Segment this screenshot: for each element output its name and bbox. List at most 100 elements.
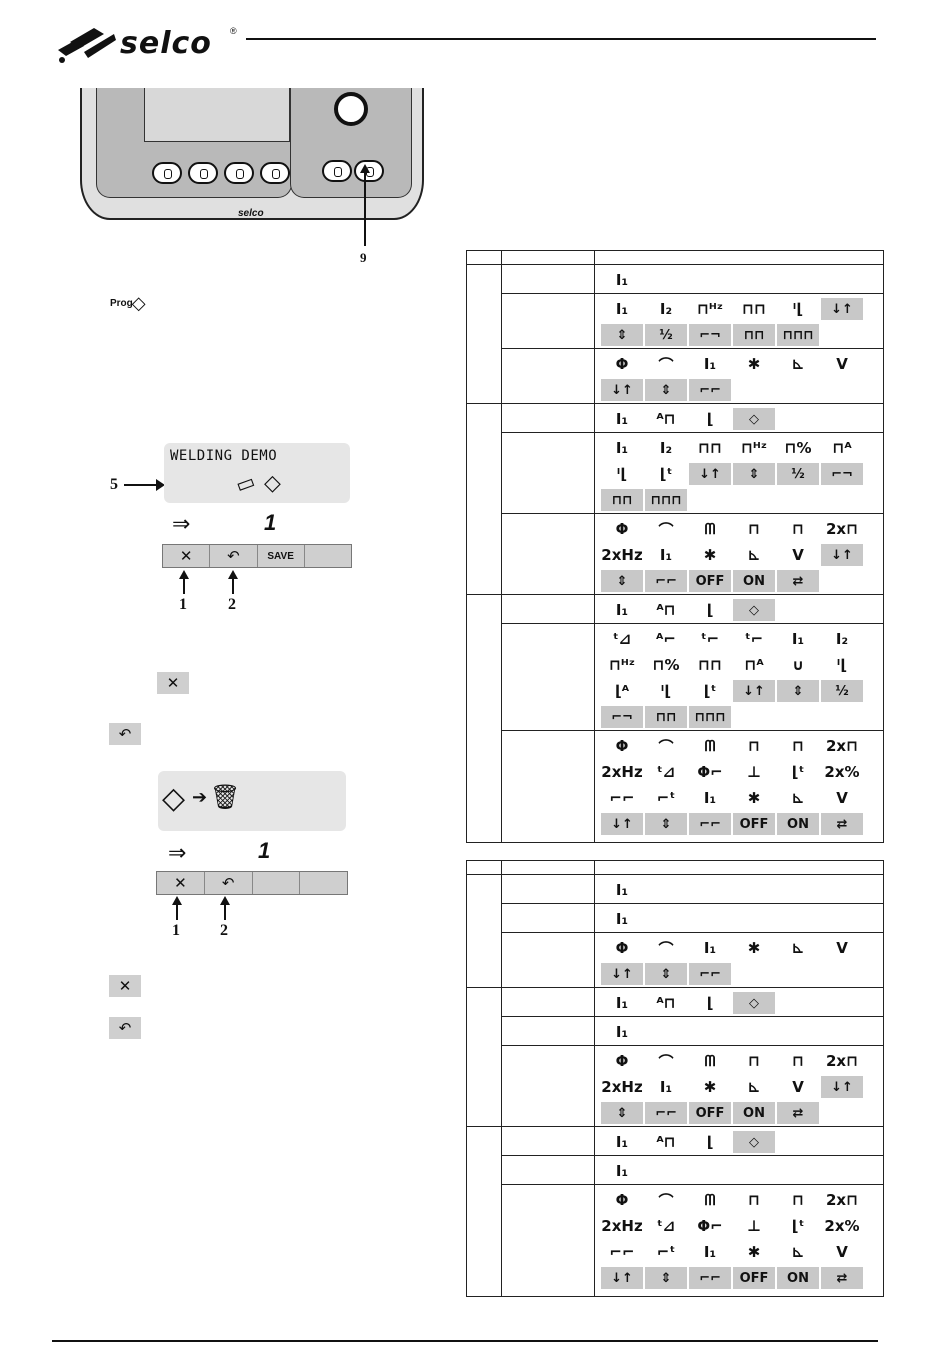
parameter-symbol-icon: ᴬ⊓ (656, 1133, 676, 1151)
parameter-symbol-icon: ⌊ᴬ (614, 682, 630, 700)
softkey-bar-1: ✕ ↶ SAVE (162, 544, 352, 568)
parameter-symbol-icon: ⊓ (748, 1191, 760, 1209)
label-cell (501, 513, 595, 595)
parameter-symbol-icon: ⌐⌐ (689, 963, 731, 985)
symbols-cell: I₁ (594, 903, 884, 933)
parameter-symbol-icon: ⊓⊓ (698, 656, 722, 674)
back-softkey[interactable]: ↶ (210, 545, 258, 567)
parameter-symbol-icon: V (792, 1078, 804, 1096)
parameter-symbol-icon: ⊥ (747, 763, 761, 781)
parameter-symbol-icon: 2x⊓ (825, 1052, 859, 1070)
lcd-screen-2: ◇ ➔ 🗑 (158, 771, 346, 831)
empty-softkey[interactable] (253, 872, 301, 894)
prog-label: Prog (110, 298, 133, 309)
parameter-symbol-icon: ⊓ᴬ (832, 439, 852, 457)
parameter-symbol-icon: ON (733, 1102, 775, 1124)
label-cell (501, 403, 595, 433)
parameter-symbol-icon: ⇕ (777, 680, 819, 702)
parameter-symbol-icon: ✱ (747, 355, 761, 373)
parameter-symbol-icon: 2xHz (601, 546, 643, 564)
parameter-symbol-icon: Φ (615, 520, 629, 538)
label-cell (501, 1155, 595, 1185)
parameter-symbol-icon: ⊓⊓⊓ (689, 706, 731, 728)
parameter-symbol-icon: ⊓ᴴᶻ (696, 300, 724, 318)
empty-softkey[interactable] (305, 545, 351, 567)
parameter-symbol-icon: ᴬ⊓ (656, 994, 676, 1012)
panel-button-left[interactable] (322, 160, 352, 182)
parameter-symbol-icon: V (836, 355, 848, 373)
parameter-symbol-icon: ⇕ (601, 1102, 643, 1124)
diamond-icon: ◇ (162, 782, 186, 815)
parameter-symbol-icon: ⊾ (747, 1078, 761, 1096)
parameter-symbol-icon: ᗰ (704, 1052, 716, 1070)
header-rule (246, 38, 876, 40)
parameter-symbol-icon: ᗰ (704, 1191, 716, 1209)
parameter-symbol-icon: ✱ (703, 546, 717, 564)
parameter-symbol-icon: ON (777, 813, 819, 835)
lcd-screen-1: WELDING DEMO ▭ ◇ (164, 443, 350, 503)
parameter-symbol-icon: ⇄ (821, 813, 863, 835)
parameter-symbol-icon: ↓↑ (733, 680, 775, 702)
parameter-symbol-icon: OFF (689, 1102, 731, 1124)
panel-button-4[interactable] (260, 162, 290, 184)
header-cell (594, 860, 884, 875)
parameter-symbol-icon: ⊓ (748, 520, 760, 538)
parameter-symbol-icon: ⊓⊓ (601, 489, 643, 511)
parameter-symbol-icon: OFF (733, 1267, 775, 1289)
parameter-symbol-icon: ✱ (747, 939, 761, 957)
parameter-symbol-icon: OFF (733, 813, 775, 835)
parameter-symbol-icon: ↓↑ (821, 544, 863, 566)
panel-button-2[interactable] (188, 162, 218, 184)
parameter-symbol-icon: ⌊ᵗ (659, 465, 673, 483)
parameter-symbol-icon: 2x⊓ (825, 1191, 859, 1209)
empty-softkey[interactable] (300, 872, 347, 894)
parameter-symbol-icon: ⌊ᵗ (791, 1217, 805, 1235)
parameter-symbol-icon: ⊾ (747, 546, 761, 564)
callout-2-arrow (228, 570, 238, 594)
parameter-symbol-icon: Φ (615, 1191, 629, 1209)
parameter-symbol-icon: Φ (615, 1052, 629, 1070)
panel-button-3[interactable] (224, 162, 254, 184)
parameter-symbol-icon: ⇄ (821, 1267, 863, 1289)
group-cell (466, 987, 502, 1127)
parameter-symbol-icon: ⌐ᵗ (656, 789, 676, 807)
callout-1: 1 (172, 922, 180, 939)
label-cell (501, 932, 595, 988)
parameter-symbol-icon: I₁ (615, 1133, 629, 1151)
cancel-softkey[interactable]: ✕ (157, 872, 205, 894)
cancel-softkey[interactable]: ✕ (163, 545, 211, 567)
parameter-symbol-icon: ⌊ᵗ (703, 682, 717, 700)
parameter-symbol-icon: ⊓ (792, 1052, 804, 1070)
parameter-symbol-icon: ⇕ (645, 813, 687, 835)
encoder-knob[interactable] (334, 92, 368, 126)
parameter-symbol-icon: ½ (645, 324, 687, 346)
parameter-symbol-icon: I₂ (835, 630, 849, 648)
right-arrow-icon: ➔ (192, 787, 208, 807)
parameter-symbol-icon: ⊾ (791, 1243, 805, 1261)
back-softkey[interactable]: ↶ (205, 872, 253, 894)
parameter-symbol-icon: ON (777, 1267, 819, 1289)
parameter-symbol-icon: ᵗ⊿ (656, 763, 676, 781)
footer-rule (52, 1340, 878, 1342)
symbols-cell: I₁ (594, 874, 884, 904)
control-panel-figure: selco (80, 88, 424, 220)
program-number: 1 (258, 838, 271, 863)
label-cell (501, 623, 595, 731)
save-softkey[interactable]: SAVE (258, 545, 305, 567)
parameter-symbol-icon: ↓↑ (689, 463, 731, 485)
parameter-symbol-icon: ⊓ᴴᶻ (608, 656, 636, 674)
parameter-symbol-icon: ⊾ (791, 789, 805, 807)
label-cell (501, 987, 595, 1017)
parameter-symbol-icon: ✱ (747, 1243, 761, 1261)
parameter-symbol-icon: ⊾ (791, 939, 805, 957)
panel-button-1[interactable] (152, 162, 182, 184)
parameter-symbol-icon: ⌒ (658, 939, 674, 958)
